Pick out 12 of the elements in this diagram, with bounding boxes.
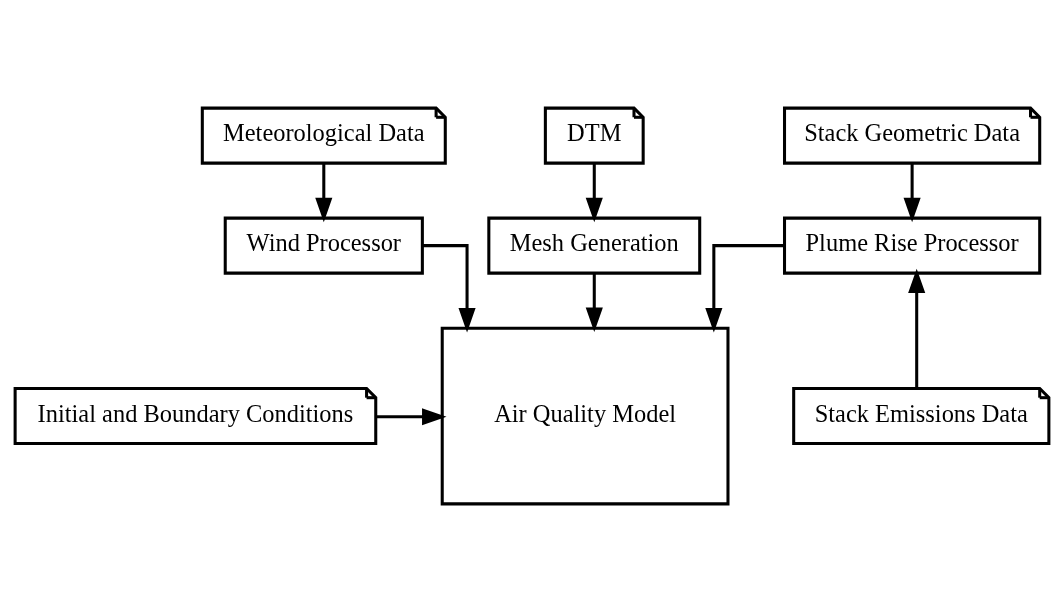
arrow [585,162,603,222]
arrow [903,162,921,222]
node-box: Mesh Generation [487,216,702,275]
arrow [422,243,476,332]
node-box: Air Quality Model [440,326,730,505]
arrow [705,243,785,332]
node-box: Plume Rise Processor [783,216,1042,275]
node-box: Wind Processor [223,216,424,275]
arrow [315,162,333,222]
arrow [376,407,447,425]
arrow [908,268,926,388]
arrow [585,273,603,332]
